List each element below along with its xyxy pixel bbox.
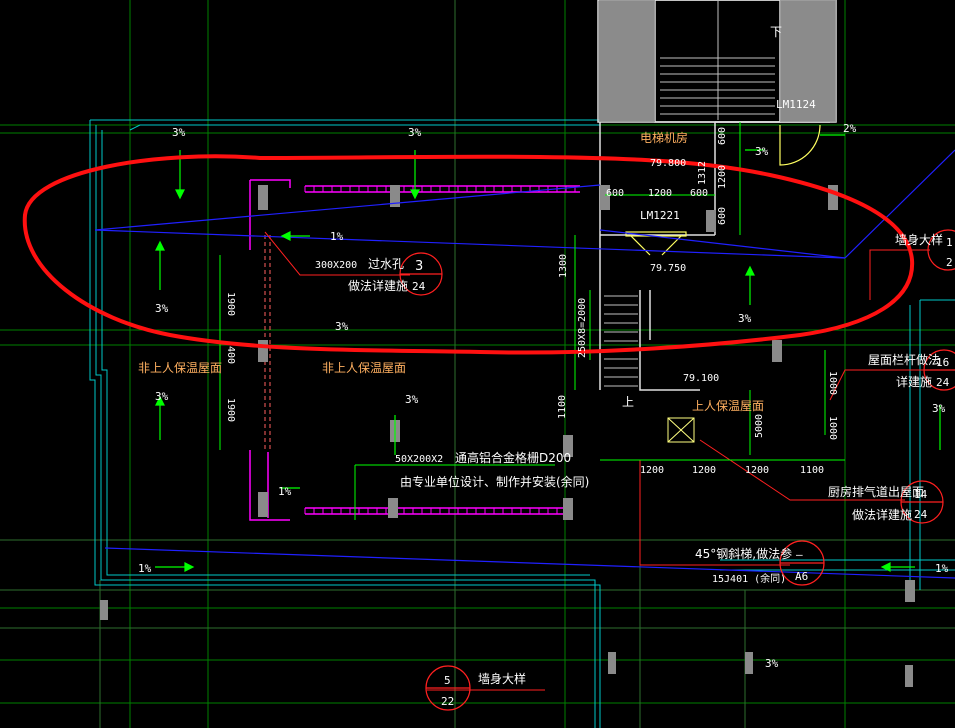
dim-1200-lower-1: 1200 [640,465,664,476]
rail-note-line1: 屋面栏杆做法 [868,352,940,367]
outer-wall-lines [89,119,955,728]
elevation-79100: 79.100 [683,373,719,384]
dim-1100-vert: 1100 [557,395,568,419]
tag-3-top: 3 [415,259,423,274]
dim-5000-vert: 5000 [754,414,765,438]
slope-label-top-right: 2% [843,122,857,135]
slope-label-top-mid: 3% [408,126,422,139]
tag-16-bottom: 24 [936,376,950,389]
elevation-79750: 79.750 [650,263,686,274]
slope-label-1pct-left: 1% [138,562,152,575]
slope-arrows [155,134,941,572]
elevation-79800: 79.800 [650,158,686,169]
tag-a6-bottom: A6 [795,570,808,583]
stair-down-label: 下 [770,25,782,39]
stair-treads-top [660,0,775,120]
ladder-note-line1: 45°钢斜梯,做法参 [695,546,792,561]
slope-label-top-left: 3% [172,126,186,139]
fence-note-line1: 通高铝合金格栅D200 [455,450,571,465]
dim-1200-lower-2: 1200 [692,465,716,476]
slope-label-bottom: 3% [765,657,779,670]
slope-label-right-mid: 3% [738,312,752,325]
slope-label-1pct-bottom: 1% [278,485,292,498]
slope-lines [94,149,955,579]
wall-detail-label-right: 墙身大样 [895,232,943,247]
kitchen-vent-shaft [667,417,695,443]
tag-5-top: 5 [444,674,451,687]
dim-600-vert-a: 600 [717,127,728,145]
stair-dim-vert: 250X8=2000 [577,298,588,358]
tag-edge-top: 1 [946,236,953,249]
dim-1300-vert: 1300 [558,254,569,278]
dim-1900-vert-b: 1900 [225,398,236,422]
slope-label-left-low: 3% [155,390,169,403]
elevator-room-label: 电梯机房 [640,130,688,145]
door-lm1221-label: LM1221 [640,209,680,222]
kitchen-note-line2: 做法详建施 [852,507,912,522]
detail-tag-circles [399,229,955,711]
ladder-note-line2: 15J401 (余同) [712,572,786,585]
roof-access-label: 上人保温屋面 [692,399,764,413]
dim-600-left: 600 [606,188,624,199]
slope-label-left-1pct: 1% [330,230,344,243]
railing-ticks [304,186,576,514]
kitchen-note-line1: 厨房排气道出屋面 [828,484,924,499]
roof-nonaccess-label-left: 非上人保温屋面 [138,361,222,375]
dim-1900-vert-a: 1900 [225,292,236,316]
railing-bottom [249,179,565,521]
dim-1200-lower-3: 1200 [745,465,769,476]
tag-edge-bottom: 2 [946,256,953,269]
door-lm1124-label: LM1124 [776,98,816,111]
door-swings [625,124,821,256]
dim-1000-vert-a: 1000 [827,371,838,395]
slope-label-core: 3% [755,145,769,158]
rail-note-line2: 详建施 [896,374,932,389]
slope-label-center: 3% [335,320,349,333]
fence-size-label: 50X200X2 [395,454,443,465]
slope-label-left-mid: 3% [155,302,169,315]
stair-core-fill [599,0,655,122]
markup-circle [22,154,915,355]
dim-1312-vert: 1312 [697,161,708,185]
stair-core-fill-right [780,0,836,122]
railing-top [305,185,580,193]
stair-up-label: 上 [622,395,634,409]
overflow-detail-label: 做法详建施 [348,278,408,293]
overflow-size-label: 300X200 [315,260,357,271]
dim-600-right: 600 [690,188,708,199]
slope-label-1pct-right: 1% [935,562,949,575]
tag-5-bottom: 22 [441,695,454,708]
stair-treads-bottom [604,295,638,387]
tag-14-top: 14 [914,488,928,501]
overflow-hole-label: 过水孔 [368,257,404,271]
dim-1100-lower: 1100 [800,465,824,476]
slope-label-far-right: 3% [932,402,946,415]
column-blocks [100,185,915,687]
dimension-lines [219,122,845,520]
dim-400-vert: 400 [225,346,236,364]
dim-1000-vert-b: 1000 [827,416,838,440]
dim-1200-core: 1200 [648,188,672,199]
fence-note-line2: 由专业单位设计、制作并安装(余同) [400,474,589,489]
dim-600-vert-b: 600 [717,207,728,225]
tag-16-top: 16 [936,356,949,369]
wall-detail-label-bottom: 墙身大样 [478,671,526,686]
roof-nonaccess-label-center: 非上人保温屋面 [322,361,406,375]
dim-1200-vert: 1200 [717,165,728,189]
slope-label-center-low: 3% [405,393,419,406]
tag-3-bottom: 24 [412,280,426,293]
tag-14-bottom: 24 [914,508,928,521]
tag-a6-top: — [796,548,803,561]
